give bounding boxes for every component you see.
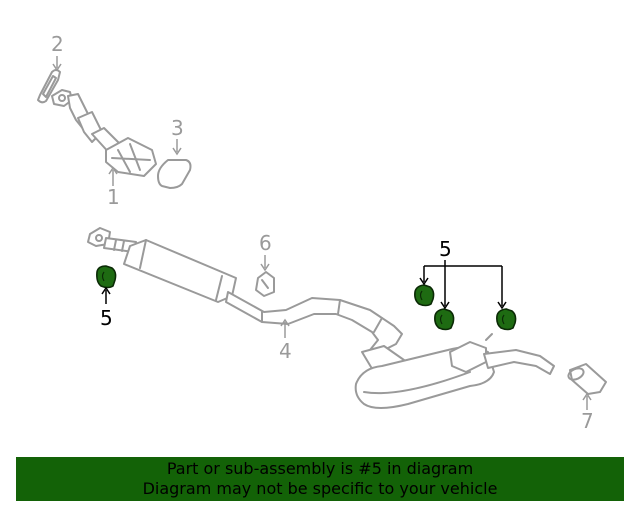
hanger-right-1[interactable] xyxy=(414,284,435,307)
leader-lines xyxy=(52,56,592,410)
leader-lines-highlight xyxy=(101,260,507,310)
callout-7: 7 xyxy=(581,409,594,433)
callout-3: 3 xyxy=(171,116,184,140)
callout-1: 1 xyxy=(107,185,120,209)
callout-5-left: 5 xyxy=(100,306,113,330)
callout-4: 4 xyxy=(279,339,292,363)
part-4-intermediate-pipe xyxy=(87,227,403,353)
part-1-catalytic-converter xyxy=(51,89,157,177)
hanger-left[interactable] xyxy=(96,265,117,289)
muffler-assembly xyxy=(354,333,555,409)
part-7-exhaust-tip xyxy=(567,363,607,395)
hanger-right-3[interactable] xyxy=(496,308,517,331)
banner-line-2: Diagram may not be specific to your vehi… xyxy=(142,479,498,498)
banner-line-1: Part or sub-assembly is #5 in diagram xyxy=(166,459,474,478)
part-info-banner: Part or sub-assembly is #5 in diagram Di… xyxy=(16,457,624,501)
callout-5-right: 5 xyxy=(439,237,452,261)
part-2-gasket xyxy=(37,69,61,104)
part-6-hanger-bracket xyxy=(255,271,275,297)
part-3-heat-shield xyxy=(157,159,192,189)
callout-6: 6 xyxy=(259,231,272,255)
hanger-right-2[interactable] xyxy=(434,308,455,331)
callout-2: 2 xyxy=(51,32,64,56)
